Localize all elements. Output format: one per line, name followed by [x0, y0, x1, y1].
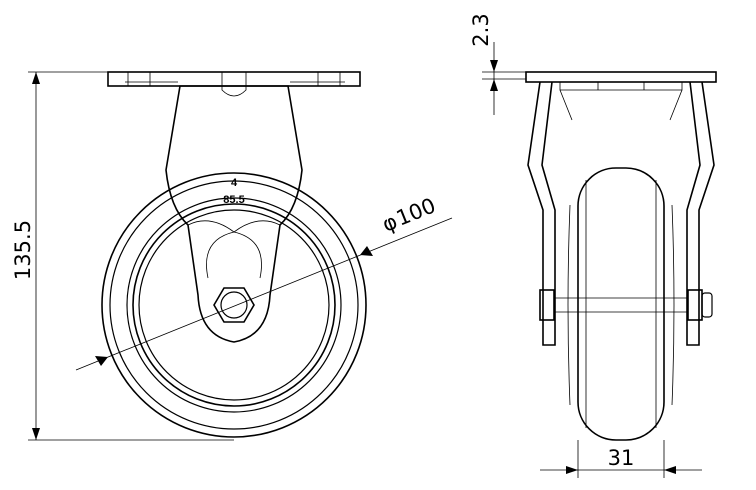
wheel-side — [567, 167, 675, 441]
overall-height-dimension: 135.5 — [11, 71, 234, 441]
front-view: 4 85.5 135.5 φ 100 — [11, 71, 453, 441]
top-plate-front — [107, 71, 361, 97]
bracket-label-line2: 85.5 — [223, 194, 244, 206]
wheel-diameter-value: 100 — [393, 193, 439, 230]
axle-side — [539, 289, 713, 321]
plate-thickness-value: 2.3 — [469, 13, 493, 46]
plate-thickness-dimension: 2.3 — [469, 13, 526, 115]
wheel-width-dimension: 31 — [540, 440, 702, 478]
fork-bracket-front — [165, 85, 303, 343]
overall-height-value: 135.5 — [11, 220, 35, 280]
side-view: 2.3 — [469, 13, 717, 478]
fork-legs-side — [527, 81, 715, 346]
bracket-label-line1: 4 — [231, 177, 238, 189]
top-plate-side — [525, 71, 717, 91]
wheel-width-value: 31 — [608, 446, 635, 470]
front-wheel — [101, 172, 367, 438]
wheel-diameter-dimension: φ 100 — [75, 193, 453, 371]
axle-nut-front — [213, 287, 255, 323]
